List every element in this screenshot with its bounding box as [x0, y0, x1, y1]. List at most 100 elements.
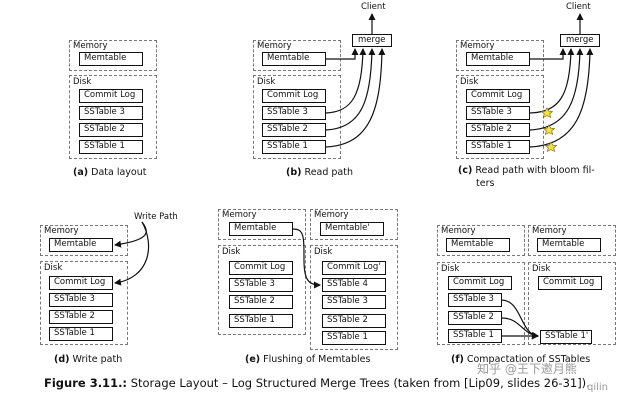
- sstable-2-box: SSTable 2: [49, 310, 113, 324]
- memory-region: [437, 225, 525, 256]
- memtable-box: Memtable: [79, 52, 143, 66]
- caption-e-text: Flushing of Memtables: [263, 354, 371, 365]
- caption-c-letter: (c): [458, 165, 473, 176]
- watermark-handle: qilin: [587, 382, 609, 393]
- disk-label: Disk: [257, 77, 276, 87]
- sstable-2-read-arrow: [325, 48, 376, 131]
- sstable-1-box: SSTable 1: [262, 140, 326, 154]
- watermark-author: 知乎 @王下邀月熊: [477, 362, 577, 376]
- disk-region: [69, 75, 157, 159]
- sstable-3-read-arrow: [529, 48, 575, 114]
- sstable-2-box: SSTable 2: [466, 123, 530, 137]
- caption-d-letter: (d): [54, 354, 70, 365]
- memory-region: [456, 40, 544, 71]
- commit-log-box: Commit Log: [79, 89, 143, 103]
- sstable-1-box: SSTable 1: [466, 140, 530, 154]
- sstable-3-box-after: SSTable 3: [322, 295, 386, 309]
- commit-log-prime-box: Commit Log': [322, 261, 386, 275]
- sstable-1-read-arrow: [325, 48, 386, 148]
- commit-log-box: Commit Log: [49, 276, 113, 290]
- commit-log-box-after: Commit Log: [538, 276, 602, 290]
- memory-label: Memory: [222, 210, 257, 220]
- memtable-read-arrow: [326, 48, 359, 60]
- bloom-filter-star-icon: [542, 124, 556, 136]
- caption-d: (d) Write path: [54, 354, 122, 365]
- caption-f-letter: (f): [451, 354, 464, 365]
- memtable-box: Memtable: [262, 52, 326, 66]
- caption-a-letter: (a): [73, 167, 89, 178]
- caption-f: (f) Compactation of SSTables: [451, 354, 590, 365]
- disk-label-after: Disk: [314, 247, 333, 257]
- memory-label: Memory: [257, 41, 292, 51]
- caption-b: (b) Read path: [286, 167, 353, 178]
- caption-a: (a) Data layout: [73, 167, 147, 178]
- disk-region: [253, 75, 341, 159]
- commit-log-box: Commit Log: [229, 261, 293, 275]
- compact-sstable-2-arrow: [501, 317, 539, 339]
- memory-region: [218, 209, 306, 240]
- memory-label-after: Memory: [314, 210, 349, 220]
- memory-region: [253, 40, 341, 71]
- caption-e-letter: (e): [245, 354, 261, 365]
- sstable-1-prime-box: SSTable 1': [540, 330, 592, 344]
- write-path-label: Write Path: [134, 212, 178, 222]
- flush-memtable-arrow: [292, 228, 321, 289]
- memory-label: Memory: [460, 41, 495, 51]
- disk-region: [40, 261, 128, 345]
- disk-region-after: [310, 245, 398, 350]
- memory-region-after: [528, 225, 616, 256]
- memtable-read-arrow: [530, 48, 567, 60]
- disk-label: Disk: [441, 264, 460, 274]
- disk-label: Disk: [73, 77, 92, 87]
- sstable-2-box: SSTable 2: [448, 311, 502, 325]
- write-to-commit-log-arrow: [114, 221, 150, 286]
- commit-log-box: Commit Log: [448, 276, 512, 290]
- memtable-prime-box: Memtable': [320, 222, 384, 236]
- disk-region: [437, 262, 525, 345]
- disk-region: [218, 245, 306, 335]
- memtable-box: Memtable: [446, 238, 510, 252]
- caption-c-text: Read path with bloom fil-: [475, 165, 595, 176]
- caption-a-text: Data layout: [91, 167, 147, 178]
- sstable-3-read-arrow: [325, 48, 367, 114]
- disk-region-after: [528, 262, 616, 345]
- bloom-filter-star-icon: [540, 107, 554, 119]
- memtable-box: Memtable: [466, 52, 530, 66]
- figure-caption: Figure 3.11.: Storage Layout – Log Struc…: [44, 376, 590, 390]
- sstable-2-box-after: SSTable 2: [322, 314, 386, 328]
- memory-region-after: [310, 209, 398, 240]
- memory-label: Memory: [441, 226, 476, 236]
- memtable-box: Memtable: [49, 238, 113, 252]
- sstable-2-box: SSTable 2: [262, 123, 326, 137]
- sstable-4-box: SSTable 4: [322, 278, 386, 292]
- caption-c-line2: ters: [476, 178, 495, 189]
- caption-c: (c) Read path with bloom fil-: [458, 165, 595, 176]
- sstable-1-box: SSTable 1: [79, 140, 143, 154]
- memory-label: Memory: [44, 226, 79, 236]
- caption-b-letter: (b): [286, 167, 302, 178]
- sstable-3-box: SSTable 3: [466, 106, 530, 120]
- caption-e: (e) Flushing of Memtables: [245, 354, 370, 365]
- memtable-box-after: Memtable: [537, 238, 601, 252]
- merge-box: merge: [352, 34, 392, 47]
- sstable-1-box: SSTable 1: [448, 329, 502, 343]
- sstable-1-read-arrow: [529, 48, 594, 148]
- client-label: Client: [566, 2, 591, 12]
- merge-box: merge: [560, 34, 600, 47]
- memtable-box: Memtable: [229, 222, 293, 236]
- caption-d-text: Write path: [72, 354, 123, 365]
- client-label: Client: [361, 2, 386, 12]
- caption-f-text: Compactation of SSTables: [466, 354, 591, 365]
- bloom-filter-star-icon: [544, 141, 558, 153]
- commit-log-box: Commit Log: [262, 89, 326, 103]
- memory-label: Memory: [73, 41, 108, 51]
- disk-label: Disk: [460, 77, 479, 87]
- sstable-2-box: SSTable 2: [229, 295, 293, 309]
- sstable-3-box: SSTable 3: [229, 278, 293, 292]
- disk-label: Disk: [44, 263, 63, 273]
- sstable-1-box-after: SSTable 1: [322, 331, 386, 345]
- write-to-memtable-arrow: [114, 221, 147, 248]
- disk-label: Disk: [222, 247, 241, 257]
